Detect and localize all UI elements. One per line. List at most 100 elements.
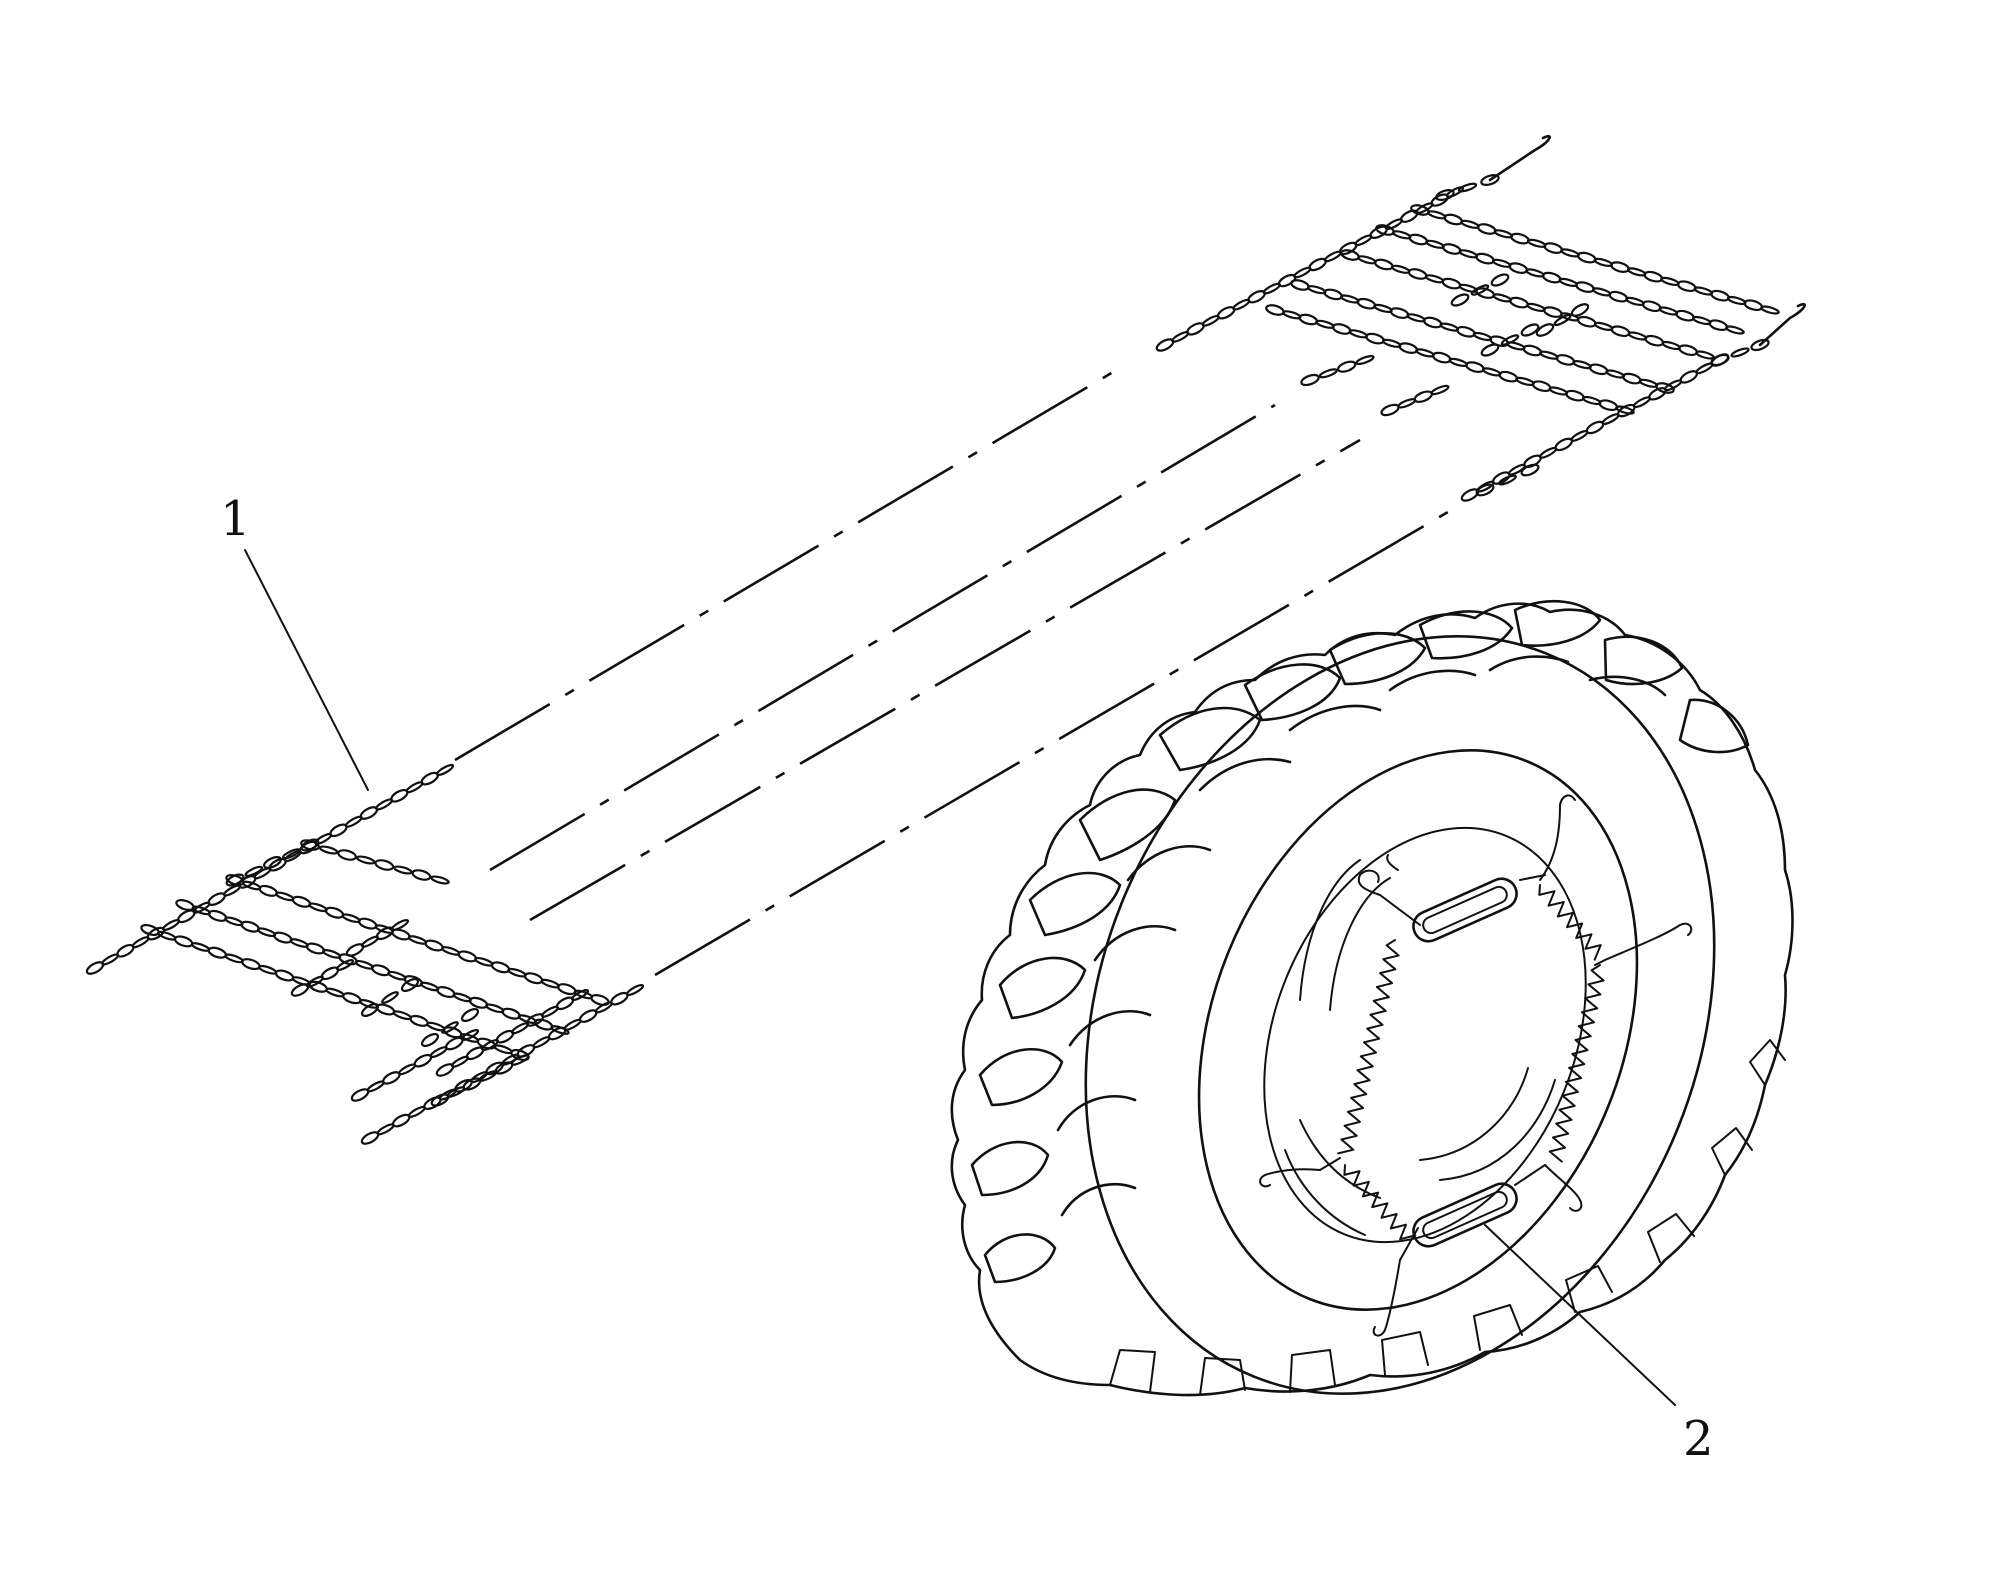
chain-hook [1488,134,1551,182]
chain-link [322,949,342,959]
chain-link [300,838,320,852]
chain-link [420,1032,440,1048]
chain-link [468,996,489,1009]
chain-link [1615,405,1635,415]
chain-link [436,986,456,998]
tire-chain-assembly [85,134,1806,1145]
chain-link [1520,463,1540,477]
chain-link [1605,369,1625,379]
chain-link [1560,248,1580,258]
chain-link [1390,264,1411,274]
chain-link [1591,287,1612,297]
chain-link [407,1105,426,1118]
chain-link [1750,338,1770,352]
chain-link [1348,329,1369,339]
chain-link [207,909,228,922]
chain-link [1300,373,1320,387]
chain-link [1710,289,1730,302]
chain-link [225,873,245,887]
chain-link [1626,267,1647,277]
chain-link [241,958,261,971]
chain-link [1643,270,1664,283]
chain-link [1397,398,1417,409]
chain-link [1510,232,1530,245]
tensioner-spring [1337,939,1400,1155]
chain-link [493,1044,513,1055]
chain-tensioner-assembly [1259,794,1693,1337]
chain-link [1555,354,1576,366]
chain-link [244,865,264,877]
chain-link [1475,483,1495,497]
cross-chain-3 [140,923,530,1062]
chain-link [1593,257,1614,268]
chain-link [1337,360,1357,373]
chain-link [1410,204,1430,216]
chain-link [275,891,295,902]
wheel-hub-recess [1263,826,1587,1244]
chain-link [1575,281,1595,293]
chain-link [1458,249,1479,259]
chain-link [1476,223,1497,235]
chain-link [1490,273,1510,287]
chain-link [1515,376,1535,387]
chain-link [342,992,362,1005]
loose-end-b [1380,384,1450,417]
chain-link [140,923,160,937]
chain-near-end [85,763,645,1145]
chain-link [1448,357,1469,368]
chain-link [1725,325,1745,335]
chain-link [441,1021,459,1034]
chain-link [1415,348,1435,358]
chain-link [1441,243,1462,255]
chain-link [1743,299,1764,312]
cross-chain-3 [1375,224,1745,335]
cross-chain-2 [1265,304,1635,415]
chain-link [1621,372,1642,385]
chain-link [324,906,345,919]
chain-link [1508,262,1529,274]
chain-link [1493,229,1514,239]
connector-a [1450,273,1510,307]
cross-chain-4 [300,839,450,885]
chain-link [1465,361,1485,373]
chain-link [1323,288,1344,301]
chain-link [1627,331,1648,341]
chain-link [337,849,357,861]
chain-link [1265,304,1285,316]
chain-link [281,848,301,860]
chain-link [360,1002,380,1018]
cross-chain-7 [430,1054,530,1107]
chain-link [1625,296,1645,307]
chain-link [190,942,211,952]
chain-link [429,1046,448,1059]
chain-link [258,884,278,897]
chain-link [1565,389,1585,402]
chain-link [1318,368,1338,379]
chain-link [510,1054,530,1066]
lower-turnbuckle [1412,1182,1518,1248]
chain-link [1539,350,1559,360]
chain-link [241,880,262,891]
chain-link [273,931,293,944]
chain-link [370,964,391,977]
chain-link [1290,279,1310,291]
chain-link [1430,384,1450,396]
chain-link [1548,386,1569,396]
connector-e [420,1007,480,1048]
chain-link [207,946,228,959]
chain-link [357,917,378,930]
chain-link [507,967,527,978]
connector-c [1480,323,1540,357]
chain-link [318,845,339,855]
chain-link [490,961,511,974]
chain-link [1608,290,1629,303]
chain-link [240,920,260,933]
chain-link [1641,300,1662,313]
chain-link [1445,186,1465,198]
chain-link [1726,295,1747,306]
chain-link [1601,413,1620,426]
chain-link [1593,321,1614,331]
tensioner-spring [1538,884,1602,961]
chain-link [1708,319,1729,332]
chain-link [1450,293,1470,307]
